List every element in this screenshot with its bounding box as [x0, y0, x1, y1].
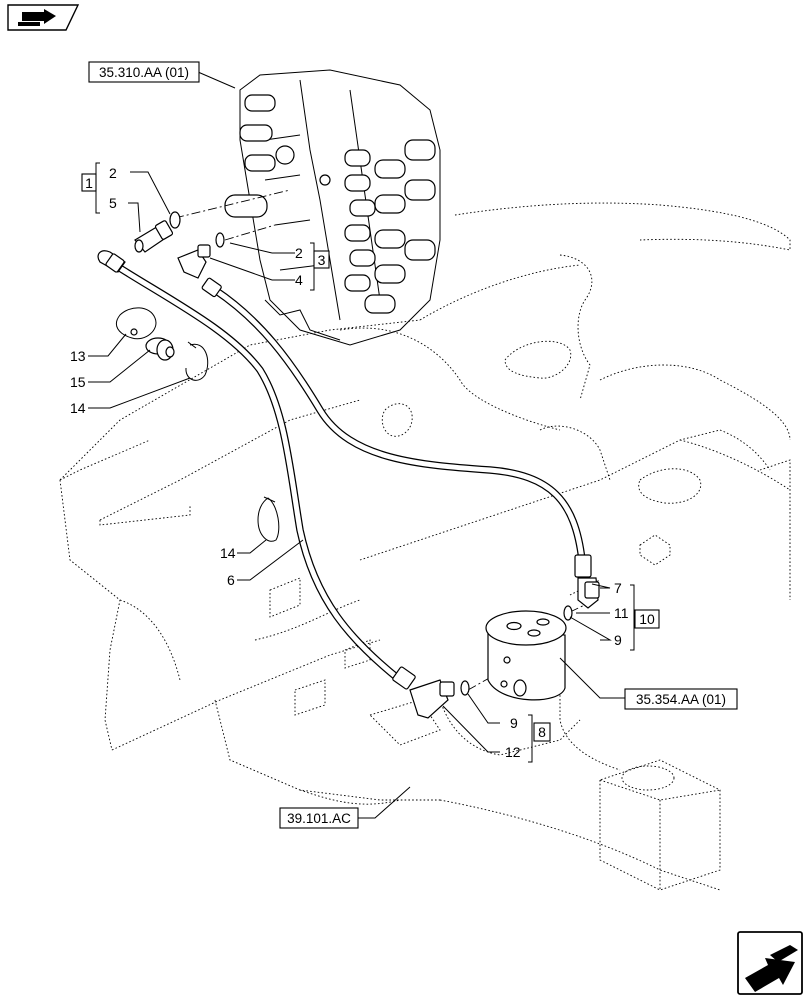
clamp-14-upper [185, 341, 209, 381]
item-number-7: 7 [614, 580, 622, 596]
svg-text:3: 3 [318, 252, 326, 268]
svg-text:35.310.AA (01): 35.310.AA (01) [99, 65, 189, 80]
item-number-5: 5 [109, 195, 117, 211]
machine-frame-ghost [59, 202, 791, 891]
ref-frame[interactable]: 39.101.AC [279, 807, 359, 829]
clamp-13 [116, 307, 157, 340]
item-number-14-lower: 14 [220, 545, 236, 561]
kit-box-3: 3 [313, 250, 330, 269]
o-ring-9-lower [460, 680, 470, 696]
item-number-13: 13 [70, 348, 86, 364]
hose-end-elbow-lower [392, 666, 455, 719]
elbow-fitting-4 [177, 244, 211, 279]
item-number-11: 11 [614, 605, 629, 621]
o-ring-2-lower [215, 232, 225, 248]
item-number-9-lower: 9 [510, 715, 518, 731]
adapter-5 [134, 220, 174, 253]
svg-text:10: 10 [639, 611, 655, 627]
ref-swivel-joint[interactable]: 35.354.AA (01) [624, 688, 738, 710]
leader-lines [88, 71, 625, 819]
item-number-4: 4 [295, 272, 303, 288]
grommet-15 [145, 337, 175, 361]
kit-brackets [95, 162, 635, 763]
item-number-2-lower: 2 [295, 245, 303, 261]
o-ring-9-right [563, 605, 573, 621]
control-valve-bank [224, 69, 441, 346]
item-number-12: 12 [505, 744, 521, 760]
kit-box-1: 1 [81, 173, 97, 192]
item-number-6: 6 [227, 572, 235, 588]
hose-end-elbow-right [574, 554, 600, 609]
next-page-arrow-icon[interactable] [737, 931, 803, 995]
hose-end-upper-left [97, 250, 126, 273]
svg-text:8: 8 [538, 724, 546, 740]
swivel-joint [485, 610, 567, 701]
item-number-15: 15 [70, 374, 86, 390]
svg-text:39.101.AC: 39.101.AC [287, 811, 351, 826]
hose-7 [211, 286, 586, 564]
item-number-14-upper: 14 [70, 400, 86, 416]
hose-6 [111, 261, 404, 684]
kit-arrow-icon [7, 4, 80, 31]
item-number-9-right: 9 [614, 632, 622, 648]
valve-spools [344, 139, 436, 314]
kit-box-8: 8 [533, 722, 551, 742]
clamp-14-lower [257, 496, 280, 542]
item-number-2-upper: 2 [109, 165, 117, 181]
o-ring-2-upper [169, 211, 181, 229]
svg-text:35.354.AA (01): 35.354.AA (01) [636, 692, 726, 707]
ref-control-valve[interactable]: 35.310.AA (01) [88, 61, 200, 83]
svg-text:1: 1 [85, 175, 93, 191]
kit-box-10: 10 [634, 609, 660, 629]
hose-end-upper-right [201, 277, 222, 298]
